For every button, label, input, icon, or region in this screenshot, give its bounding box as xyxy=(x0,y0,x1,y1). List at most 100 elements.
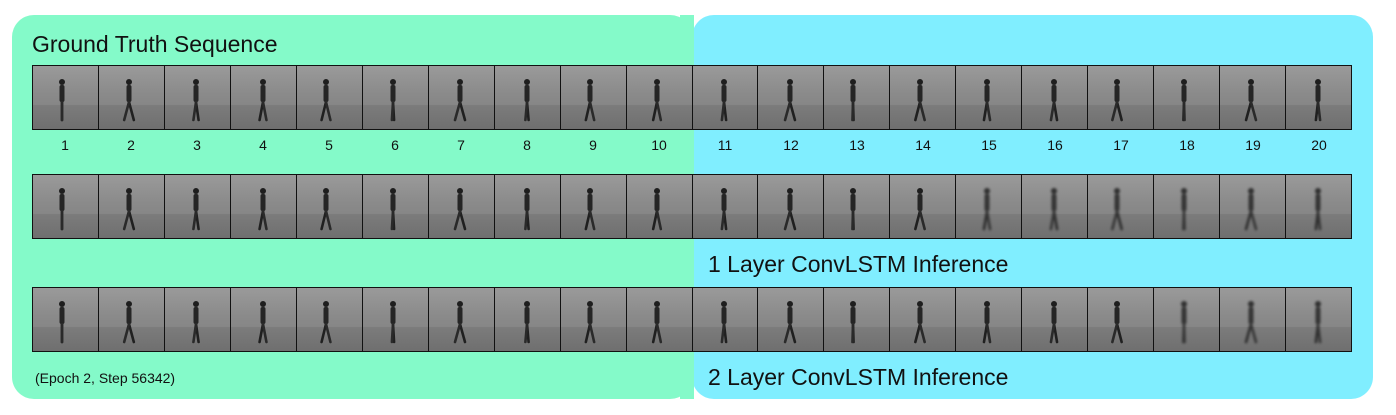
frame-number: 13 xyxy=(849,137,865,153)
frame-ground xyxy=(362,214,428,238)
walking-person-figure xyxy=(386,300,400,344)
walking-person-figure xyxy=(386,78,400,122)
two-layer-strip xyxy=(32,287,1352,352)
walking-person-figure xyxy=(256,187,270,231)
frame-thumbnail xyxy=(1088,66,1155,129)
frame-thumbnail xyxy=(494,175,561,238)
frame-ground xyxy=(890,327,956,351)
walking-person-figure xyxy=(583,300,597,344)
frame-thumbnail xyxy=(758,66,825,129)
frame-ground xyxy=(230,327,296,351)
frame-thumbnail xyxy=(1286,66,1352,129)
frame-thumbnail xyxy=(164,175,231,238)
frame-number: 10 xyxy=(651,137,667,153)
walking-person-figure xyxy=(453,300,467,344)
walking-person-figure xyxy=(717,78,731,122)
walking-person-figure xyxy=(783,187,797,231)
two-layer-title: 2 Layer ConvLSTM Inference xyxy=(708,364,1009,390)
frame-thumbnail xyxy=(560,175,627,238)
frame-number: 16 xyxy=(1047,137,1063,153)
frame-number: 15 xyxy=(981,137,997,153)
frame-number: 1 xyxy=(61,137,69,153)
walking-person-figure xyxy=(650,78,664,122)
frame-thumbnail xyxy=(626,175,693,238)
frame-ground xyxy=(1154,327,1220,351)
frame-number: 8 xyxy=(523,137,531,153)
frame-thumbnail xyxy=(824,175,891,238)
walking-person-figure xyxy=(783,78,797,122)
frame-thumbnail xyxy=(1154,288,1221,351)
walking-person-figure xyxy=(55,78,69,122)
ground-truth-title: Ground Truth Sequence xyxy=(32,31,278,57)
frame-ground xyxy=(33,327,98,351)
frame-thumbnail xyxy=(33,175,99,238)
walking-person-figure xyxy=(913,300,927,344)
walking-person-figure xyxy=(980,300,994,344)
frame-thumbnail xyxy=(692,175,759,238)
walking-person-figure xyxy=(1311,187,1325,231)
frame-thumbnail xyxy=(824,288,891,351)
frame-thumbnail xyxy=(296,66,363,129)
ground-truth-strip xyxy=(32,65,1352,130)
frame-thumbnail xyxy=(1286,288,1352,351)
frame-number: 14 xyxy=(915,137,931,153)
frame-thumbnail xyxy=(1022,66,1089,129)
frame-number: 4 xyxy=(259,137,267,153)
frame-ground xyxy=(1220,327,1286,351)
epoch-note: (Epoch 2, Step 56342) xyxy=(35,370,176,386)
frame-thumbnail xyxy=(362,66,429,129)
frame-ground xyxy=(1154,214,1220,238)
walking-person-figure xyxy=(913,187,927,231)
walking-person-figure xyxy=(256,300,270,344)
walking-person-figure xyxy=(583,187,597,231)
frame-thumbnail xyxy=(824,66,891,129)
frame-thumbnail xyxy=(230,66,297,129)
frame-ground xyxy=(758,214,824,238)
frame-ground xyxy=(890,105,956,129)
walking-person-figure xyxy=(1047,78,1061,122)
frame-ground xyxy=(824,214,890,238)
walking-person-figure xyxy=(1311,300,1325,344)
frame-number: 19 xyxy=(1245,137,1261,153)
frame-thumbnail xyxy=(230,288,297,351)
frame-number: 12 xyxy=(783,137,799,153)
frame-thumbnail xyxy=(890,288,957,351)
frame-thumbnail xyxy=(33,66,99,129)
frame-ground xyxy=(1154,105,1220,129)
walking-person-figure xyxy=(1244,78,1258,122)
frame-ground xyxy=(428,214,494,238)
walking-person-figure xyxy=(650,300,664,344)
frame-thumbnail xyxy=(1154,175,1221,238)
frame-thumbnail xyxy=(1022,175,1089,238)
frame-thumbnail xyxy=(428,66,495,129)
frame-thumbnail xyxy=(1220,66,1287,129)
walking-person-figure xyxy=(1110,300,1124,344)
frame-thumbnail xyxy=(626,66,693,129)
walking-person-figure xyxy=(1110,78,1124,122)
walking-person-figure xyxy=(122,300,136,344)
walking-person-figure xyxy=(783,300,797,344)
frame-ground xyxy=(824,105,890,129)
walking-person-figure xyxy=(1047,187,1061,231)
frame-thumbnail xyxy=(956,288,1023,351)
walking-person-figure xyxy=(122,187,136,231)
frame-thumbnail xyxy=(692,288,759,351)
frame-ground xyxy=(890,214,956,238)
frame-thumbnail xyxy=(1154,66,1221,129)
walking-person-figure xyxy=(1244,187,1258,231)
frame-ground xyxy=(230,214,296,238)
frame-ground xyxy=(98,327,164,351)
frame-ground xyxy=(362,327,428,351)
frame-thumbnail xyxy=(758,288,825,351)
walking-person-figure xyxy=(1177,78,1191,122)
frame-ground xyxy=(1022,214,1088,238)
walking-person-figure xyxy=(980,78,994,122)
frame-thumbnail xyxy=(560,66,627,129)
frame-ground xyxy=(33,214,98,238)
walking-person-figure xyxy=(122,78,136,122)
frame-ground xyxy=(824,327,890,351)
frame-thumbnail xyxy=(890,175,957,238)
frame-number: 9 xyxy=(589,137,597,153)
walking-person-figure xyxy=(1047,300,1061,344)
frame-number: 11 xyxy=(717,137,733,153)
